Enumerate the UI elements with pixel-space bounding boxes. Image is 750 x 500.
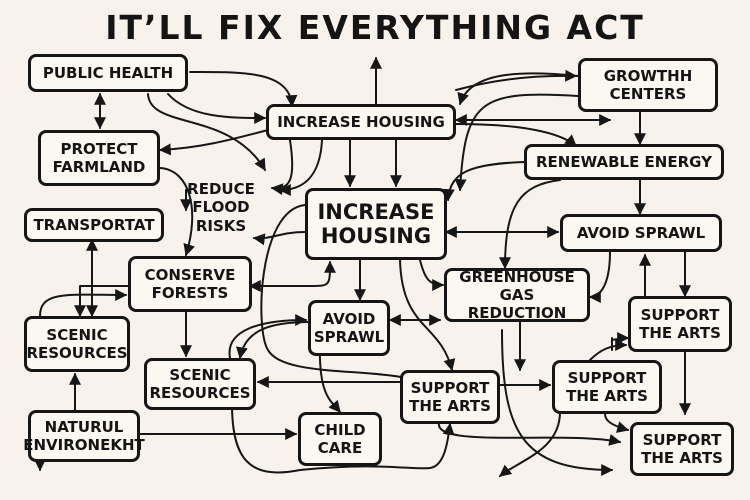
- arrow-ihc-left: [252, 231, 306, 246]
- node-transportation: TRANSPORTAT: [24, 208, 164, 242]
- node-conserve-forests: CONSERVE FORESTS: [128, 256, 252, 312]
- node-renewable-energy: RENEWABLE ENERGY: [524, 144, 724, 180]
- node-avoid-sprawl-center: AVOID SPRAWL: [308, 300, 390, 356]
- node-support-arts-center: SUPPORT THE ARTS: [400, 370, 500, 424]
- arrow-mid-down: [604, 413, 630, 433]
- arrow-as-gg: [588, 251, 611, 303]
- node-growth-centers: GROWTHH CENTERS: [578, 58, 718, 112]
- arrow-ih-to-gc: [455, 69, 578, 91]
- arrow-sr-cf: [39, 288, 128, 317]
- label-reduce-flood-risks: REDUCE FLOOD RISKS: [187, 180, 255, 235]
- arrow-re-ihc: [442, 161, 525, 202]
- node-support-arts-mid: SUPPORT THE ARTS: [552, 360, 662, 414]
- arrow-ih-fl2: [270, 139, 294, 196]
- node-support-arts-bottom: SUPPORT THE ARTS: [630, 422, 734, 476]
- arrow-re-gg: [499, 179, 561, 270]
- node-increase-housing-top: INCREASE HOUSING: [266, 104, 456, 140]
- arrow-arts-arts-right: [611, 332, 630, 351]
- arrow-cf-ihc: [248, 260, 336, 292]
- node-child-care: CHILD CARE: [298, 412, 382, 466]
- node-increase-housing-center: INCREASE HOUSING: [305, 188, 447, 260]
- arrow-mid-to-right: [589, 339, 628, 361]
- arrow-ih-down-right: [455, 123, 577, 147]
- node-support-arts-right: SUPPORT THE ARTS: [628, 296, 732, 352]
- node-scenic-resources-left: SCENIC RESOURCES: [24, 316, 130, 372]
- node-natural-environment: NATURUL ENVIRONEKHT: [23, 410, 145, 462]
- arrow-sr-cc: [231, 403, 455, 474]
- arrow-ph-to-flood: [147, 93, 266, 172]
- arrow-cf-scenic-left: [74, 285, 131, 318]
- node-protect-farmland: PROTECT FARMLAND: [38, 130, 160, 186]
- arrow-ph-to-ih2: [167, 93, 267, 124]
- arrow-ih-to-fl: [158, 129, 269, 156]
- arrow-mid-arts: [499, 411, 561, 477]
- arrow-gc-to-ih: [457, 72, 579, 106]
- arrow-gc-re: [454, 93, 579, 192]
- node-public-health: PUBLIC HEALTH: [28, 54, 188, 92]
- arrow-cf-asc: [228, 314, 308, 359]
- arrow-fl-to-cf: [159, 167, 195, 257]
- arrow-ih-fl3: [278, 139, 323, 196]
- node-avoid-sprawl-right: AVOID SPRAWL: [560, 214, 722, 252]
- arrow-gg-bottom: [501, 329, 614, 476]
- node-greenhouse-gas-reduction: GREENHOUSE GAS REDUCTION: [444, 268, 590, 322]
- arrow-ihc-gg: [419, 259, 445, 291]
- diagram-title: IT’LL FIX EVERYTHING ACT: [105, 8, 645, 47]
- arrow-ihc-big-loop: [260, 204, 622, 446]
- arrow-ph-to-ih: [189, 70, 298, 108]
- node-scenic-resources-center: SCENIC RESOURCES: [144, 358, 256, 410]
